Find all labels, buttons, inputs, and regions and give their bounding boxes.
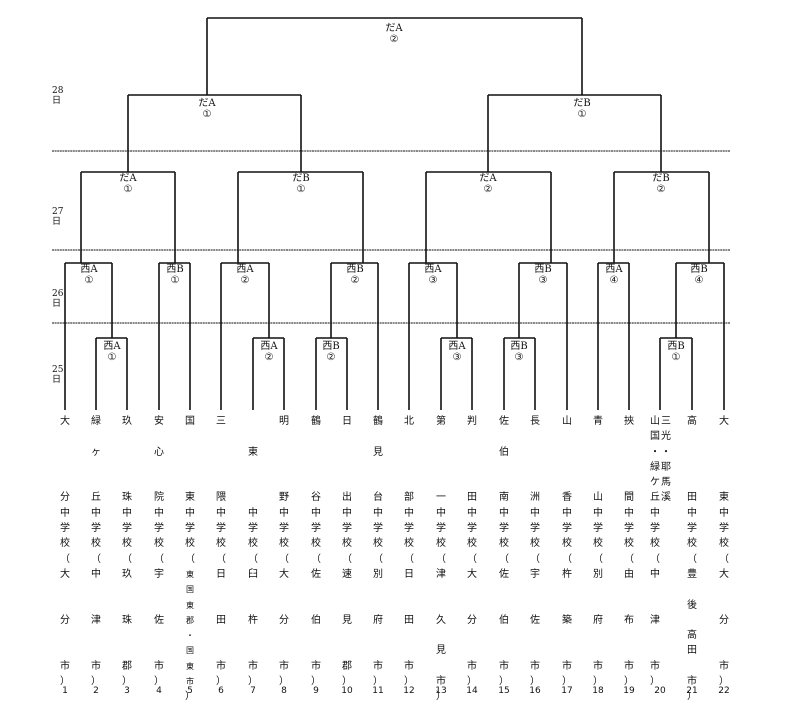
team-3: 玖珠中学校（玖珠郡） [122,416,132,688]
team-13: 第一中学校（津久見市） [436,416,446,703]
team-number: 21 [686,686,698,696]
team-14: 判田中学校（大分市） [467,416,477,688]
team-number: 2 [93,686,99,696]
team-1: 大分中学校（大分市） [60,416,70,688]
team-number: 3 [124,686,130,696]
team-number: 12 [403,686,415,696]
team-6: 三隈中学校（日田市） [216,416,226,688]
team-2: 緑ヶ丘中学校（中津市） [91,416,101,688]
team-number: 19 [623,686,635,696]
team-number: 22 [718,686,730,696]
team-20b: 三光・耶馬溪 [661,416,671,504]
team-number: 4 [156,686,162,696]
team-number: 11 [372,686,384,696]
team-7: 東中学校（臼杵市） [248,446,258,688]
team-17: 山香中学校（杵築市） [562,416,572,688]
team-number: 1 [62,686,68,696]
team-number: 17 [561,686,573,696]
team-number: 5 [187,686,193,696]
team-number: 6 [218,686,224,696]
team-number: 15 [498,686,510,696]
team-8: 明野中学校（大分市） [279,416,289,688]
team-22: 大東中学校（大分市） [719,416,729,688]
team-number: 13 [435,686,447,696]
team-number: 16 [529,686,541,696]
team-number: 9 [313,686,319,696]
team-number: 7 [250,686,256,696]
team-20: 山国・緑ケ丘中学校（中津市） [650,416,660,688]
team-number: 20 [654,686,666,696]
team-15: 佐伯南中学校（佐伯市） [499,416,509,688]
team-number: 14 [466,686,478,696]
team-12: 北部中学校（日田市） [404,416,414,688]
team-19: 挾間中学校（由布市） [624,416,634,688]
team-16: 長洲中学校（宇佐市） [530,416,540,688]
team-number: 18 [592,686,604,696]
team-18: 青山中学校（別府市） [593,416,603,688]
team-10: 日出中学校（速見郡） [342,416,352,688]
team-9: 鶴谷中学校（佐伯市） [311,416,321,688]
team-4: 安心院中学校（宇佐市） [154,416,164,688]
team-11: 鶴見台中学校（別府市） [373,416,383,688]
team-number: 10 [341,686,353,696]
team-21: 高田中学校（豊後高田市） [687,416,697,703]
team-number: 8 [281,686,287,696]
team-5: 国東中学校（東国東郡・国東市） [185,416,195,703]
